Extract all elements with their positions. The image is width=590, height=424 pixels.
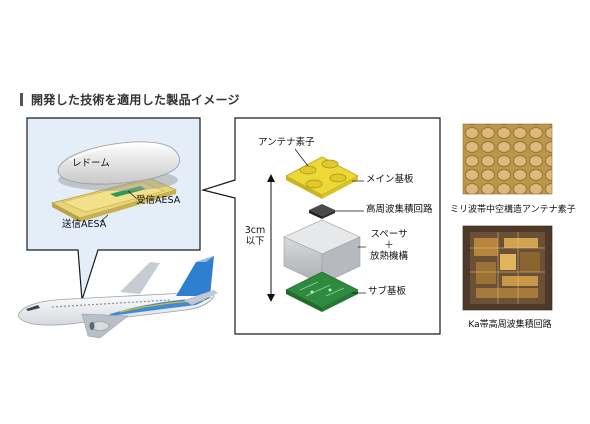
spacer-label: スペーサ ＋ 放熱機構 bbox=[366, 229, 412, 263]
radome-shape bbox=[57, 141, 180, 191]
section-title: 開発した技術を適用した製品イメージ bbox=[20, 91, 240, 108]
transmit-aesa-label: 送信AESA bbox=[62, 219, 107, 230]
receive-aesa-label: 受信AESA bbox=[136, 195, 181, 206]
vertical-tail bbox=[176, 256, 214, 296]
main-board-label: メイン基板 bbox=[366, 174, 414, 185]
cockpit-window bbox=[26, 305, 40, 311]
section-title-text: 開発した技術を適用した製品イメージ bbox=[31, 93, 240, 107]
antenna-element bbox=[321, 159, 339, 169]
height-label: 3cm 以下 bbox=[242, 225, 268, 248]
aesa-callout bbox=[26, 117, 201, 301]
sub-board bbox=[285, 271, 359, 312]
sub-board-label: サブ基板 bbox=[368, 286, 407, 297]
antenna-element bbox=[305, 179, 323, 189]
hf-ic-label: 高周波集積回路 bbox=[366, 204, 433, 215]
antenna-element bbox=[329, 173, 347, 183]
height-label-line2: 以下 bbox=[245, 235, 265, 247]
spacer-block bbox=[283, 219, 361, 285]
radome-label: レドーム bbox=[72, 158, 110, 169]
spacer-label-line2: 放熱機構 bbox=[369, 250, 408, 262]
transmit-aesa-leader bbox=[99, 214, 109, 223]
airplane bbox=[17, 256, 218, 339]
antenna-element-label: アンテナ素子 bbox=[258, 137, 315, 148]
spacer-label-line1: スペーサ bbox=[370, 229, 408, 240]
antenna-photo bbox=[462, 123, 553, 195]
title-bar-marker bbox=[20, 93, 23, 106]
antenna-element bbox=[299, 165, 317, 175]
far-wing bbox=[120, 262, 160, 294]
hf-ic-chip bbox=[309, 204, 335, 219]
spacer-label-plus: ＋ bbox=[384, 239, 394, 251]
main-board-antenna bbox=[285, 156, 359, 199]
receive-aesa-leader bbox=[127, 190, 137, 199]
stack-box bbox=[200, 117, 441, 335]
horizontal-stabilizer bbox=[184, 290, 218, 305]
ic-photo-caption: Ka帯高周波集積回路 bbox=[468, 320, 552, 330]
antenna-photo-caption: ミリ波帯中空構造アンテナ素子 bbox=[450, 205, 576, 215]
antenna-element-leader bbox=[294, 148, 309, 167]
height-arrow bbox=[267, 174, 275, 302]
ic-photo bbox=[462, 225, 553, 311]
height-label-line1: 3cm bbox=[244, 225, 266, 236]
